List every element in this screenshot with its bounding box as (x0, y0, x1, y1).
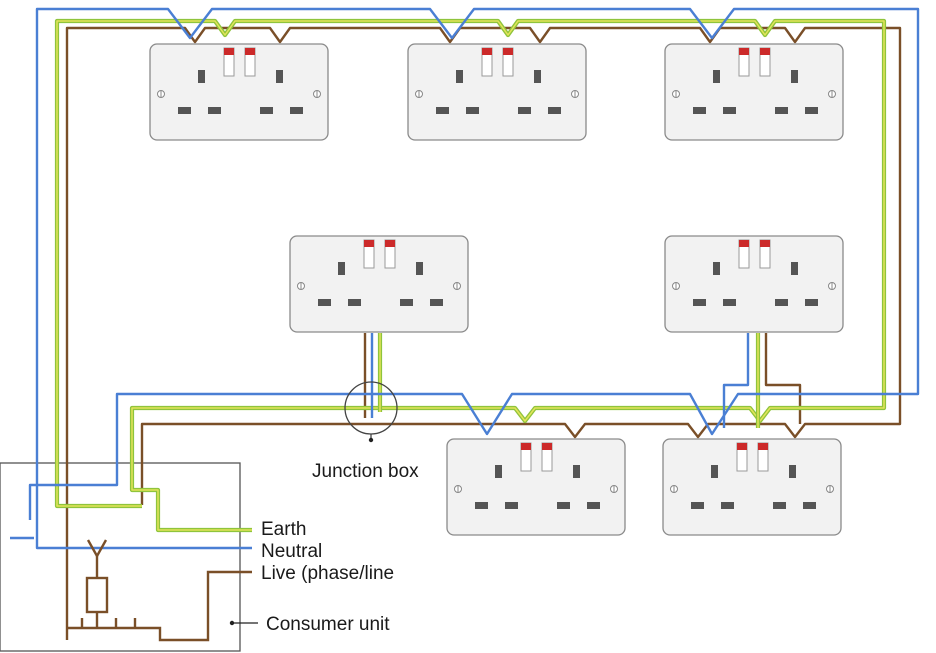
earth-slot (338, 262, 345, 275)
socket-faceplate (664, 43, 844, 141)
pin-slot (548, 107, 561, 114)
pin-slot (178, 107, 191, 114)
socket-ring-top-1 (149, 43, 329, 141)
earth-slot (713, 262, 720, 275)
screw-icon (610, 485, 618, 493)
switch-icon (736, 442, 748, 472)
pin-slot (348, 299, 361, 306)
switch-icon (759, 239, 771, 269)
sockets-layer (149, 43, 844, 536)
screw-icon (157, 90, 165, 98)
consumer-unit-box (0, 462, 241, 652)
switch-icon (502, 47, 514, 77)
earth-slot (791, 70, 798, 83)
earth-slot (791, 262, 798, 275)
pin-slot (505, 502, 518, 509)
pin-slot (557, 502, 570, 509)
screw-icon (828, 90, 836, 98)
pin-slot (723, 299, 736, 306)
consumer-unit-label: Consumer unit (266, 614, 390, 635)
pin-slot (260, 107, 273, 114)
screw-icon (453, 282, 461, 290)
screw-icon (828, 282, 836, 290)
junction-box-dot (368, 437, 374, 443)
socket-ring-top-2 (407, 43, 587, 141)
switch-icon (384, 239, 396, 269)
earth-slot (495, 465, 502, 478)
screw-icon (415, 90, 423, 98)
pin-slot (587, 502, 600, 509)
pin-slot (805, 299, 818, 306)
pin-slot (208, 107, 221, 114)
switch-icon (759, 47, 771, 77)
switch-icon (541, 442, 553, 472)
screw-icon (672, 282, 680, 290)
socket-ring-right-middle (664, 235, 844, 333)
screw-icon (297, 282, 305, 290)
earth-slot (573, 465, 580, 478)
pin-slot (773, 502, 786, 509)
switch-icon (223, 47, 235, 77)
earth-label: Earth (261, 519, 306, 540)
pin-slot (775, 299, 788, 306)
switch-icon (757, 442, 769, 472)
socket-faceplate (446, 438, 626, 536)
socket-faceplate (662, 438, 842, 536)
earth-conductor (54, 18, 887, 533)
pin-slot (805, 107, 818, 114)
socket-ring-top-3 (664, 43, 844, 141)
consumer-unit-pointer-dot (229, 620, 235, 626)
pin-slot (723, 107, 736, 114)
pin-slot (318, 299, 331, 306)
pin-slot (693, 107, 706, 114)
earth-slot (276, 70, 283, 83)
earth-slot (711, 465, 718, 478)
socket-faceplate (407, 43, 587, 141)
switch-icon (481, 47, 493, 77)
earth-slot (198, 70, 205, 83)
pin-slot (775, 107, 788, 114)
earth-slot (456, 70, 463, 83)
label-pointers (229, 620, 258, 626)
neutral-label: Neutral (261, 541, 322, 562)
earth-slot (713, 70, 720, 83)
pin-slot (400, 299, 413, 306)
junction-box-label: Junction box (312, 461, 419, 482)
consumer-unit-internals (67, 539, 252, 642)
screw-icon (826, 485, 834, 493)
screw-icon (672, 90, 680, 98)
earth-slot (789, 465, 796, 478)
socket-ring-bottom-2 (662, 438, 842, 536)
pin-slot (721, 502, 734, 509)
pin-slot (693, 299, 706, 306)
switch-icon (244, 47, 256, 77)
screw-icon (571, 90, 579, 98)
pin-slot (466, 107, 479, 114)
live-label: Live (phase/line (261, 563, 394, 584)
switch-icon (738, 239, 750, 269)
switch-icon (738, 47, 750, 77)
switch-icon (363, 239, 375, 269)
pin-slot (290, 107, 303, 114)
screw-icon (313, 90, 321, 98)
earth-slot (534, 70, 541, 83)
pin-slot (518, 107, 531, 114)
pin-slot (475, 502, 488, 509)
switch-icon (520, 442, 532, 472)
pin-slot (430, 299, 443, 306)
socket-spur-left (289, 235, 469, 333)
socket-faceplate (664, 235, 844, 333)
socket-ring-bottom-1 (446, 438, 626, 536)
pin-slot (436, 107, 449, 114)
pin-slot (803, 502, 816, 509)
earth-slot (416, 262, 423, 275)
socket-faceplate (289, 235, 469, 333)
screw-icon (670, 485, 678, 493)
screw-icon (454, 485, 462, 493)
junction-box (344, 381, 398, 443)
pin-slot (691, 502, 704, 509)
neutral-conductor (10, 7, 920, 550)
socket-faceplate (149, 43, 329, 141)
